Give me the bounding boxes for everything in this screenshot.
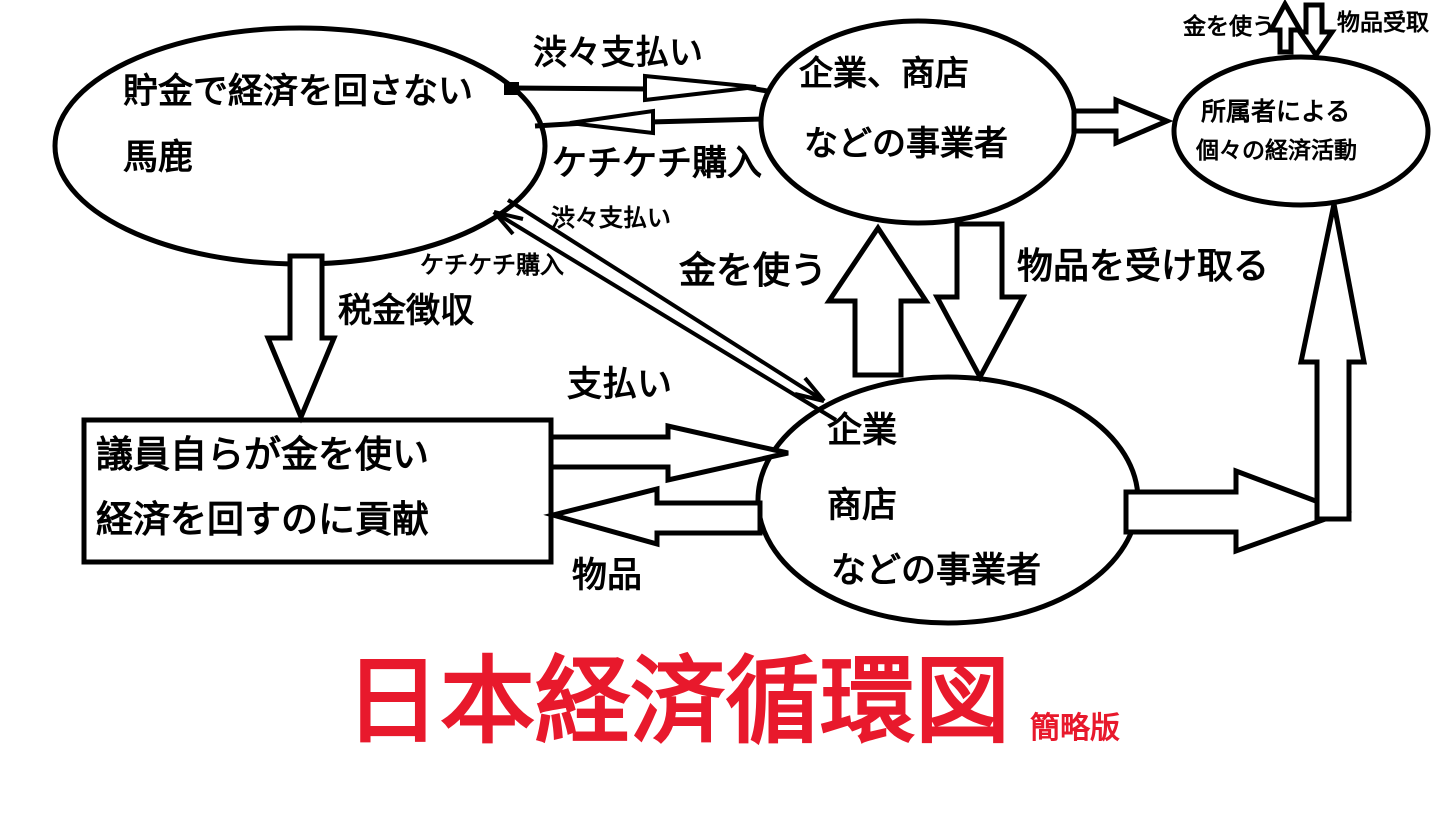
stingy-purchase-diagonal-line (492, 210, 838, 422)
goods-receipt-top-label: 物品受取 (1337, 9, 1429, 35)
reluctant-payment-arrow-line (511, 85, 651, 92)
reluctant-payment-top-label: 渋々支払い (533, 34, 703, 72)
tax-collection-label: 税金徴収 (338, 292, 474, 330)
page-title: 日本経済循環図 (345, 649, 1011, 755)
businesses-top-ellipse (758, 18, 1078, 226)
reluctant-payment-diagonal-line (506, 198, 826, 403)
businesses-to-members-arrow (1071, 96, 1174, 147)
members-text-line2: 個々の経済活動 (1196, 137, 1357, 163)
stingy-purchase-top-label: ケチケチ購入 (552, 144, 763, 183)
stingy-purchase-arrow-line (649, 116, 764, 125)
politicians-text-line1: 議員自らが金を使い (96, 434, 429, 475)
members-text-line1: 所属者による (1201, 98, 1351, 126)
goods-label: 物品 (572, 556, 643, 595)
savers-text-line1: 貯金で経済を回さない (123, 72, 474, 111)
tax-collection-down-arrow (264, 253, 338, 424)
diagonal-b-wing1 (492, 210, 515, 236)
businesses-bottom-text-line3: などの事業者 (831, 551, 1042, 590)
members-ellipse (1171, 54, 1431, 208)
right-up-tall-arrow (1297, 203, 1368, 522)
bottom-right-arrow (1123, 467, 1353, 555)
businesses-bottom-text-line1: 企業 (827, 411, 898, 450)
businesses-top-text-line1: 企業、商店 (799, 55, 969, 93)
diagonal-b-wing2 (493, 210, 524, 221)
reluctant-payment-arrowhead (643, 73, 757, 103)
diagonal-a-wing1 (794, 392, 825, 403)
stingy-purchase-small-label: ケチケチ購入 (420, 252, 564, 279)
spend-money-up-arrow (824, 223, 931, 378)
page-subtitle: 簡略版 (1030, 712, 1120, 745)
spend-money-top-label: 金を使う (1183, 13, 1275, 39)
payment-label: 支払い (567, 365, 673, 404)
reluctant-payment-small-label: 渋々支払い (551, 205, 671, 232)
receive-goods-mid-label: 物品を受け取る (1017, 245, 1270, 286)
businesses-top-text-line2: などの事業者 (804, 125, 1008, 163)
payment-right-arrow (548, 422, 789, 484)
savers-text-line2: 馬鹿 (123, 138, 194, 177)
top-right-up-small-arrow (1266, 0, 1305, 55)
diagonal-a-wing2 (803, 376, 826, 403)
arrow-start-cap (504, 82, 519, 95)
businesses-bottom-text-line2: 商店 (827, 486, 898, 525)
politicians-rect (81, 417, 554, 565)
spend-money-mid-label: 金を使う (679, 250, 827, 291)
receive-goods-down-arrow (932, 221, 1028, 383)
goods-left-arrow (543, 485, 763, 548)
politicians-text-line2: 経済を回すのに貢献 (96, 499, 429, 540)
top-right-down-small-arrow (1295, 2, 1337, 60)
stingy-purchase-arrowhead (569, 108, 655, 136)
